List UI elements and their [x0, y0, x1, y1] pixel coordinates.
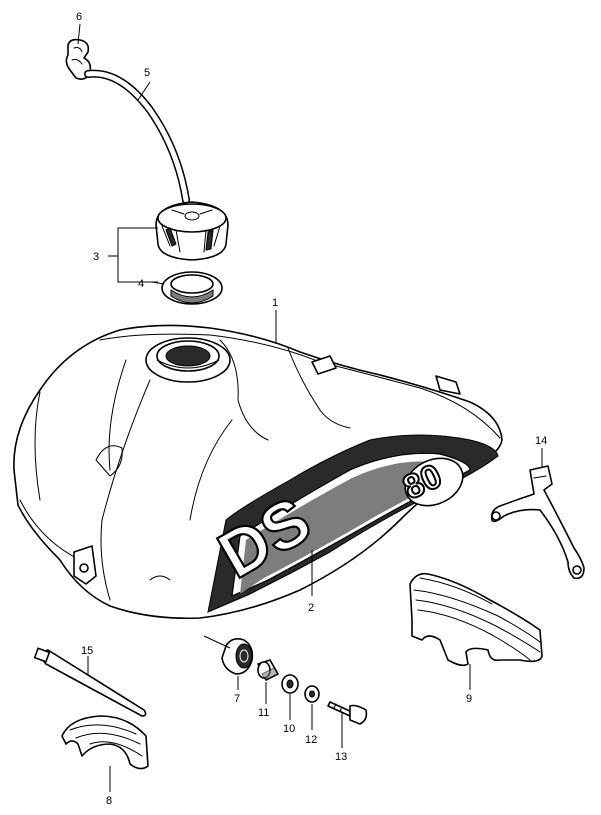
- callout-3: 3: [93, 251, 99, 263]
- callout-7: 7: [234, 693, 240, 705]
- callout-11: 11: [258, 707, 269, 719]
- part-10-washer: [281, 674, 299, 694]
- callout-5: 5: [144, 67, 150, 79]
- callout-labels: 6 5 3 4 1 2 14 9 7 11 10 12 13 15 8: [76, 11, 547, 807]
- part-9-cushion: [409, 572, 543, 667]
- callout-10: 10: [283, 723, 295, 735]
- callout-13: 13: [335, 751, 347, 763]
- callout-14: 14: [535, 435, 547, 447]
- leader-lines: [77, 23, 543, 792]
- callout-15: 15: [81, 645, 93, 657]
- part-15-cable-tie: [33, 647, 147, 717]
- part-8-cushion: [61, 715, 149, 770]
- part-12-washer: [304, 685, 320, 703]
- callout-6: 6: [76, 11, 82, 23]
- part-13-bolt: [327, 701, 368, 725]
- callout-2: 2: [308, 602, 314, 614]
- callout-1: 1: [272, 297, 278, 309]
- part-1-fuel-tank: [13, 324, 503, 620]
- callout-8: 8: [106, 795, 112, 807]
- callout-4: 4: [138, 278, 144, 290]
- part-6-clip: [65, 38, 92, 80]
- part-5-breather-hose: [84, 69, 190, 204]
- part-3-fuel-cap: [155, 201, 229, 261]
- part-14-bracket: [490, 465, 585, 580]
- part-11-spacer: [257, 659, 279, 681]
- callout-12: 12: [305, 734, 317, 746]
- callout-9: 9: [466, 693, 472, 705]
- part-4-gasket: [161, 271, 223, 305]
- part-2-emblem: DS 80: [205, 434, 499, 613]
- part-7-cushion: [221, 638, 254, 675]
